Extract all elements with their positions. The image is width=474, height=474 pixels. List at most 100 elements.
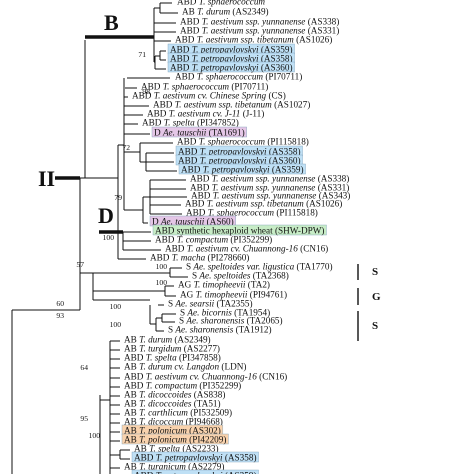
clade-label-ii: II	[38, 166, 55, 191]
leaf-name: ABD T. aestivum cv. Chinese Spring (CS)	[132, 91, 286, 101]
taxon-name: T. aestivum ssp. yunnanense	[212, 174, 316, 184]
leaf-label: ABD T. petropavlovskyi (AS359)	[131, 469, 259, 474]
taxon-name: T. polonicum	[139, 426, 187, 436]
accession: (TA1954)	[232, 308, 270, 318]
taxon-name: T. spelta	[146, 353, 177, 363]
leaf-label: AG T. timopheevii (TA2)	[178, 280, 270, 290]
genome-code: ABD	[180, 17, 202, 27]
genome-code: ABD	[177, 137, 199, 147]
leaf-name: S Ae. bicornis (TA1954)	[180, 308, 270, 318]
genome-code: ABD	[124, 353, 146, 363]
genome-code: AB	[124, 435, 139, 445]
accession: (TA2355)	[214, 299, 252, 309]
taxon-name: T. aestivum ssp. yunnanense	[213, 191, 317, 201]
genome-code: ABD	[132, 91, 154, 101]
accession: (LDN)	[219, 362, 246, 372]
bootstrap-value: 64	[80, 363, 88, 372]
leaf-highlight	[151, 126, 247, 138]
accession: (PI347858)	[177, 353, 221, 363]
leaf-label: ABD T. sphaerococcum (PI70711)	[175, 72, 302, 82]
genome-code: S	[168, 325, 175, 335]
genome-code: ABD	[141, 82, 163, 92]
leaf-label: ABD T. aestivum ssp. tibetanum (AS1026)	[185, 199, 342, 209]
genome-code: D	[154, 128, 163, 138]
leaf-highlight	[121, 433, 229, 445]
genome-code: AB	[134, 444, 149, 454]
accession: (AS302)	[187, 426, 221, 436]
taxon-name: T. sphaerococcum	[208, 208, 275, 218]
genome-code: ABD	[178, 156, 200, 166]
leaf-label: S Ae. searsii (TA2355)	[168, 299, 253, 309]
accession: (AS2349)	[230, 7, 269, 17]
taxon-name: Ae. tauschii	[160, 217, 205, 227]
genome-code: S	[192, 271, 199, 281]
taxon-name: T. dicoccum	[139, 417, 184, 427]
genome-code: D	[152, 217, 161, 227]
accession: (AS331)	[315, 183, 349, 193]
genome-code: ABD	[191, 191, 213, 201]
taxon-name: T. dicoccoides	[139, 399, 192, 409]
accession: (PI278660)	[205, 253, 249, 263]
genome-code: AB	[124, 426, 139, 436]
bootstrap-value: 57	[76, 260, 84, 269]
genome-code: ABD	[142, 118, 164, 128]
leaf-name: S Ae. speltoides var. ligustica (TA1770)	[186, 262, 333, 272]
leaf-name: AB T. durum (AS2349)	[124, 335, 211, 345]
leaf-name: ABD T. aestivum ssp. yunnanense (AS338)	[190, 174, 349, 184]
genome-code: S	[168, 299, 175, 309]
accession: (PI42209)	[187, 435, 227, 445]
taxon-name: T. carthlicum	[139, 408, 188, 418]
taxon-name: T. durum	[139, 335, 172, 345]
taxon-name: T. timopheevii	[196, 290, 248, 300]
accession: (AS359)	[223, 471, 257, 474]
leaf-label: ABD T. sphaerococcum (PI70711)	[141, 82, 268, 92]
accession: (AS2277)	[181, 344, 220, 354]
leaf-label: ABD T. petropavlovskyi (AS358)	[131, 451, 259, 463]
taxon-name: T. aestivum cv. Chinese Spring	[154, 91, 267, 101]
taxon-name: T. aestivum cv. J-11	[169, 109, 241, 119]
accession: (PI352299)	[228, 235, 272, 245]
leaf-label: ABD synthetic hexaploid wheat (SHW-DPW)	[152, 224, 327, 236]
leaf-label: AB T. spelta (AS2233)	[134, 444, 219, 454]
leaf-label: ABD T. sphaerococcum (PI115818)	[186, 208, 318, 218]
taxon-name: T. timopheevii	[194, 280, 246, 290]
leaf-name: AB T. turanicum (AS2279)	[124, 462, 224, 472]
taxon-name: T. compactum	[146, 381, 198, 391]
taxon-name: synthetic hexaploid wheat	[177, 226, 273, 236]
leaf-label: AB T. dicoccoides (TA51)	[124, 399, 221, 409]
leaf-name: AB T. polonicum (PI42209)	[124, 435, 226, 445]
leaf-label: AG T. timopheevii (PI94761)	[180, 290, 287, 300]
taxon-name: T. spelta	[164, 118, 195, 128]
accession: (PI115818)	[274, 208, 318, 218]
taxon-name: Ae. sharonensis	[174, 325, 233, 335]
tree-branches	[11, 2, 188, 474]
leaf-label: ABD T. aestivum ssp. tibetanum (AS1027)	[153, 100, 310, 110]
taxon-name: T. polonicum	[139, 435, 187, 445]
genome-code: AG	[178, 280, 194, 290]
bootstrap-value: 100	[156, 262, 168, 271]
accession: (CS)	[266, 91, 286, 101]
leaf-label: ABD T. aestivum ssp. yunnanense (AS338)	[190, 174, 349, 184]
accession: (AS358)	[259, 54, 293, 64]
bootstrap-value: 98	[142, 87, 150, 96]
accession: (AS60)	[204, 217, 233, 227]
genome-code: ABD	[190, 183, 212, 193]
accession: (PI94668)	[183, 417, 223, 427]
taxon-name: T. petropavlovskyi	[192, 54, 259, 64]
accession: (AS338)	[315, 174, 349, 184]
leaf-name: ABD T. petropavlovskyi (AS359)	[181, 165, 304, 175]
group-label-g: G	[372, 291, 381, 303]
leaf-label: S Ae. speltoides var. ligustica (TA1770)	[186, 262, 333, 272]
leaf-label: AB T. durum (AS2349)	[124, 335, 211, 345]
accession: (AS1026)	[294, 35, 333, 45]
accession: (PI115818)	[265, 137, 309, 147]
taxon-name: T. aestivum ssp. yunnanense	[202, 17, 306, 27]
genome-code: AB	[124, 408, 139, 418]
taxon-name: T. sphaerococcum	[199, 0, 266, 7]
genome-code: ABD	[155, 226, 177, 236]
accession: (J-11)	[240, 109, 264, 119]
taxon-name: T. durum cv. Langdon	[139, 362, 219, 372]
taxon-name: Ae. bicornis	[186, 308, 232, 318]
accession: (TA2368)	[250, 271, 288, 281]
genome-code: ABD	[147, 109, 169, 119]
